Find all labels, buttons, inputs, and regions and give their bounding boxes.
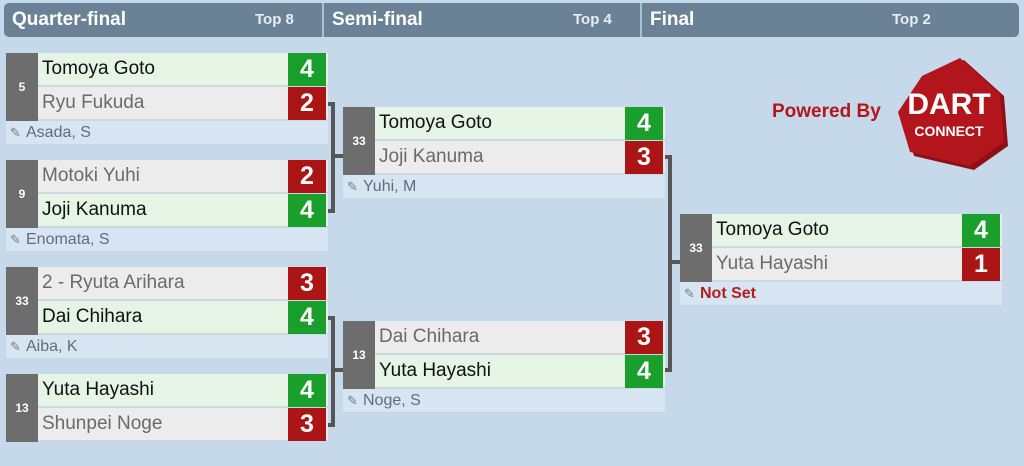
referee-name: Not Set: [700, 285, 756, 302]
player-score: 4: [288, 374, 326, 407]
bracket-connector: [331, 154, 343, 158]
bracket-connector: [668, 260, 680, 264]
player-name: Yuta Hayashi: [379, 360, 491, 381]
player-row[interactable]: Yuta Hayashi 1: [712, 248, 1002, 281]
seed-box: 33: [680, 214, 712, 282]
round-header-bar: Quarter-final Top 8 Semi-final Top 4 Fin…: [4, 3, 1019, 37]
player-name: Yuta Hayashi: [716, 253, 828, 274]
pencil-icon[interactable]: ✎: [684, 286, 695, 301]
referee-footer[interactable]: ✎ Yuhi, M: [343, 175, 665, 199]
seed-box: 13: [343, 321, 375, 389]
player-row[interactable]: Dai Chihara 4: [38, 301, 328, 334]
seed-box: 13: [6, 374, 38, 442]
referee-name: Yuhi, M: [363, 178, 417, 195]
player-row[interactable]: 2 - Ryuta Arihara 3: [38, 267, 328, 300]
header-divider: [640, 3, 642, 37]
round-subtitle: Top 8: [255, 11, 294, 28]
player-name: Tomoya Goto: [42, 58, 155, 79]
player-name: Dai Chihara: [42, 306, 143, 327]
header-quarter-final: Quarter-final Top 8: [4, 3, 322, 37]
referee-footer[interactable]: ✎ Asada, S: [6, 121, 328, 145]
dartconnect-logo[interactable]: DART CONNECT: [896, 56, 1010, 172]
player-row[interactable]: Joji Kanuma 4: [38, 194, 328, 227]
referee-name: Enomata, S: [26, 231, 110, 248]
header-divider: [322, 3, 324, 37]
referee-name: Asada, S: [26, 124, 91, 141]
player-score: 4: [288, 194, 326, 227]
header-semi-final: Semi-final Top 4: [324, 3, 640, 37]
bracket-connector: [331, 368, 343, 372]
player-row[interactable]: Joji Kanuma 3: [375, 141, 665, 174]
logo-text-dart: DART: [907, 88, 990, 121]
pencil-icon[interactable]: ✎: [347, 179, 358, 194]
player-row[interactable]: Tomoya Goto 4: [712, 214, 1002, 247]
referee-footer[interactable]: ✎ Noge, S: [343, 389, 665, 413]
player-row[interactable]: Yuta Hayashi 4: [375, 355, 665, 388]
player-score: 4: [625, 355, 663, 388]
player-name: 2 - Ryuta Arihara: [42, 272, 185, 293]
player-name: Dai Chihara: [379, 326, 480, 347]
referee-footer[interactable]: ✎ Not Set: [680, 282, 1002, 306]
round-subtitle: Top 4: [573, 11, 612, 28]
player-row[interactable]: Motoki Yuhi 2: [38, 160, 328, 193]
player-score: 2: [288, 87, 326, 120]
round-title: Final: [650, 9, 695, 30]
player-name: Ryu Fukuda: [42, 92, 145, 113]
player-row[interactable]: Tomoya Goto 4: [375, 107, 665, 140]
player-row[interactable]: Tomoya Goto 4: [38, 53, 328, 86]
player-score: 1: [962, 248, 1000, 281]
player-score: 4: [962, 214, 1000, 247]
referee-name: Noge, S: [363, 392, 421, 409]
seed-box: 9: [6, 160, 38, 228]
player-score: 3: [625, 141, 663, 174]
player-score: 3: [625, 321, 663, 354]
referee-name: Aiba, K: [26, 338, 78, 355]
header-final: Final Top 2: [642, 3, 1019, 37]
player-name: Motoki Yuhi: [42, 165, 140, 186]
round-title: Semi-final: [332, 9, 423, 30]
player-row[interactable]: Yuta Hayashi 4: [38, 374, 328, 407]
pencil-icon[interactable]: ✎: [347, 393, 358, 408]
player-row[interactable]: Dai Chihara 3: [375, 321, 665, 354]
player-name: Tomoya Goto: [716, 219, 829, 240]
player-score: 4: [288, 53, 326, 86]
round-title: Quarter-final: [12, 9, 127, 30]
referee-footer[interactable]: ✎ Aiba, K: [6, 335, 328, 359]
pencil-icon[interactable]: ✎: [10, 339, 21, 354]
logo-text-connect: CONNECT: [914, 123, 984, 139]
player-score: 3: [288, 267, 326, 300]
player-name: Shunpei Noge: [42, 413, 163, 434]
seed-box: 33: [6, 267, 38, 335]
player-score: 4: [288, 301, 326, 334]
round-subtitle: Top 2: [892, 11, 931, 28]
player-score: 2: [288, 160, 326, 193]
seed-box: 5: [6, 53, 38, 121]
pencil-icon[interactable]: ✎: [10, 232, 21, 247]
player-score: 4: [625, 107, 663, 140]
player-name: Joji Kanuma: [379, 146, 484, 167]
player-name: Joji Kanuma: [42, 199, 147, 220]
seed-box: 33: [343, 107, 375, 175]
player-name: Tomoya Goto: [379, 112, 492, 133]
player-row[interactable]: Shunpei Noge 3: [38, 408, 328, 441]
player-score: 3: [288, 408, 326, 441]
powered-by-label: Powered By: [772, 101, 881, 122]
player-name: Yuta Hayashi: [42, 379, 154, 400]
referee-footer[interactable]: ✎ Enomata, S: [6, 228, 328, 252]
logo-icon: DART CONNECT: [898, 58, 1008, 170]
pencil-icon[interactable]: ✎: [10, 125, 21, 140]
player-row[interactable]: Ryu Fukuda 2: [38, 87, 328, 120]
